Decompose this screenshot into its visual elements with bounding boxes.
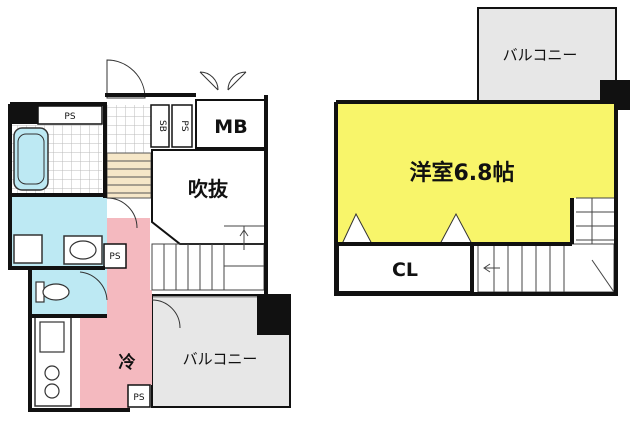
staircase-lower [106, 152, 152, 199]
pipe-space-kitchen [127, 384, 151, 408]
pipe-space-kitchen-label: PS [133, 393, 144, 403]
meter-box [195, 99, 267, 149]
first-floor-plan: PS PS 冷 PS SB PS [8, 59, 291, 412]
first-floor-walls [8, 93, 268, 412]
meter-box-label: MB [214, 116, 247, 138]
western-room-floor [338, 104, 614, 244]
bath-wall-block [10, 104, 38, 124]
pipe-space-entrance-label: PS [179, 120, 189, 131]
kitchen-sink [39, 321, 65, 353]
pipe-space-wash-label: PS [109, 252, 120, 262]
entrance-door-arc [106, 59, 146, 99]
kitchen-corridor-floor [80, 218, 152, 410]
bathtub-inner [17, 133, 45, 185]
toilet-door-arc [79, 271, 108, 301]
bathtub [13, 127, 49, 191]
second-floor-plan: バルコニー 洋室6.8帖 CL [334, 7, 630, 296]
second-floor-walls [334, 100, 618, 296]
lower-balcony-label: バルコニー [183, 350, 258, 368]
shoe-box [150, 104, 170, 148]
void-label: 吹抜 [188, 177, 229, 201]
western-room-label: 洋室6.8帖 [410, 160, 515, 186]
corridor-door-arc [106, 197, 138, 229]
mb-double-door [199, 71, 247, 91]
washing-machine-pan [13, 234, 43, 264]
balcony-door-arc [151, 299, 181, 329]
shoe-box-label: SB [157, 120, 167, 132]
lower-balcony-column [257, 295, 290, 335]
closet-label: CL [392, 259, 418, 281]
pipe-space-entrance [171, 104, 193, 148]
pipe-space-wash [103, 243, 127, 269]
washbasin-bowl [69, 240, 97, 260]
fridge-label: 冷 [119, 352, 136, 373]
toilet-bowl [42, 283, 70, 301]
pipe-space-bath-label: PS [64, 112, 75, 122]
stove-burner-top [44, 365, 60, 381]
stove-burner-bottom [44, 383, 60, 399]
entrance-floor [107, 105, 151, 153]
upper-balcony-floor [478, 8, 616, 104]
upper-balcony-label: バルコニー [503, 46, 578, 64]
